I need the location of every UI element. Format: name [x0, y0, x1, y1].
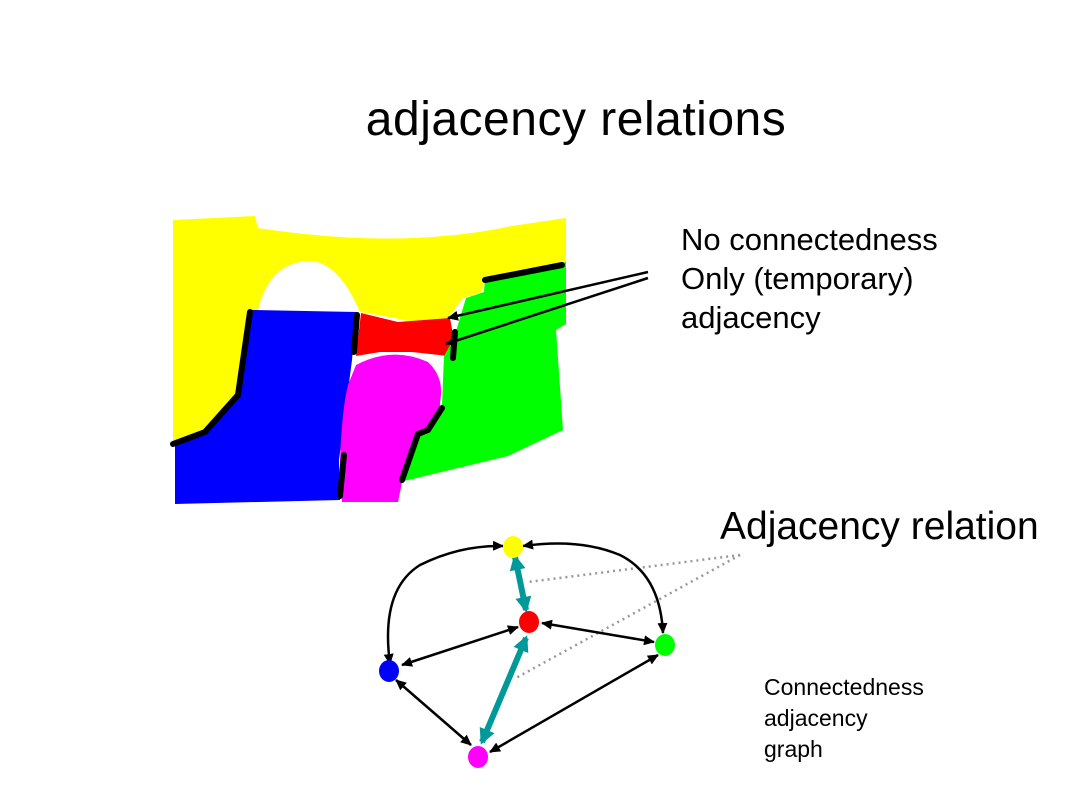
slide-title: adjacency relations — [365, 93, 787, 146]
blue-region — [175, 310, 356, 504]
edge-red-blue — [401, 625, 519, 667]
edge-green-yellow — [522, 539, 668, 634]
boundary-magenta-blue — [337, 452, 347, 499]
node-green — [655, 634, 675, 656]
note-line-1: No connectedness — [681, 222, 938, 257]
yellow-region — [173, 216, 566, 444]
node-blue — [379, 660, 399, 682]
heading-pointer-1 — [527, 553, 741, 584]
magenta-region — [340, 354, 442, 502]
node-magenta — [468, 746, 488, 768]
relation-yellow-red — [509, 554, 532, 613]
graph-caption: Connectedness adjacency graph — [764, 672, 924, 765]
node-red — [519, 611, 539, 633]
no-connectedness-note: No connectedness Only (temporary) adjace… — [681, 220, 938, 337]
adjacency-relation-heading: Adjacency relation — [720, 505, 1039, 548]
boundary-blue-yellow — [170, 309, 253, 447]
relation-red-magenta — [479, 635, 529, 745]
edge-red-green — [541, 619, 655, 646]
node-yellow — [503, 536, 523, 558]
red-region — [356, 313, 457, 357]
caption-line-2: adjacency — [764, 705, 868, 731]
caption-line-1: Connectedness — [764, 674, 924, 700]
boundary-yellow-green — [482, 262, 565, 283]
note-line-3: adjacency — [681, 300, 821, 335]
boundary-magenta-green — [399, 405, 445, 483]
note-arrow-2 — [445, 276, 649, 346]
region-illustration — [170, 216, 649, 504]
adjacency-graph — [379, 536, 741, 768]
edge-blue-magenta — [395, 679, 472, 746]
note-line-2: Only (temporary) — [681, 261, 914, 296]
heading-pointer-2 — [515, 553, 741, 680]
green-region — [400, 262, 566, 482]
edge-blue-yellow — [383, 540, 504, 665]
boundary-red-blue — [351, 312, 360, 355]
boundary-red-green — [450, 329, 458, 361]
note-arrow-1 — [447, 270, 649, 321]
caption-line-3: graph — [764, 736, 823, 762]
